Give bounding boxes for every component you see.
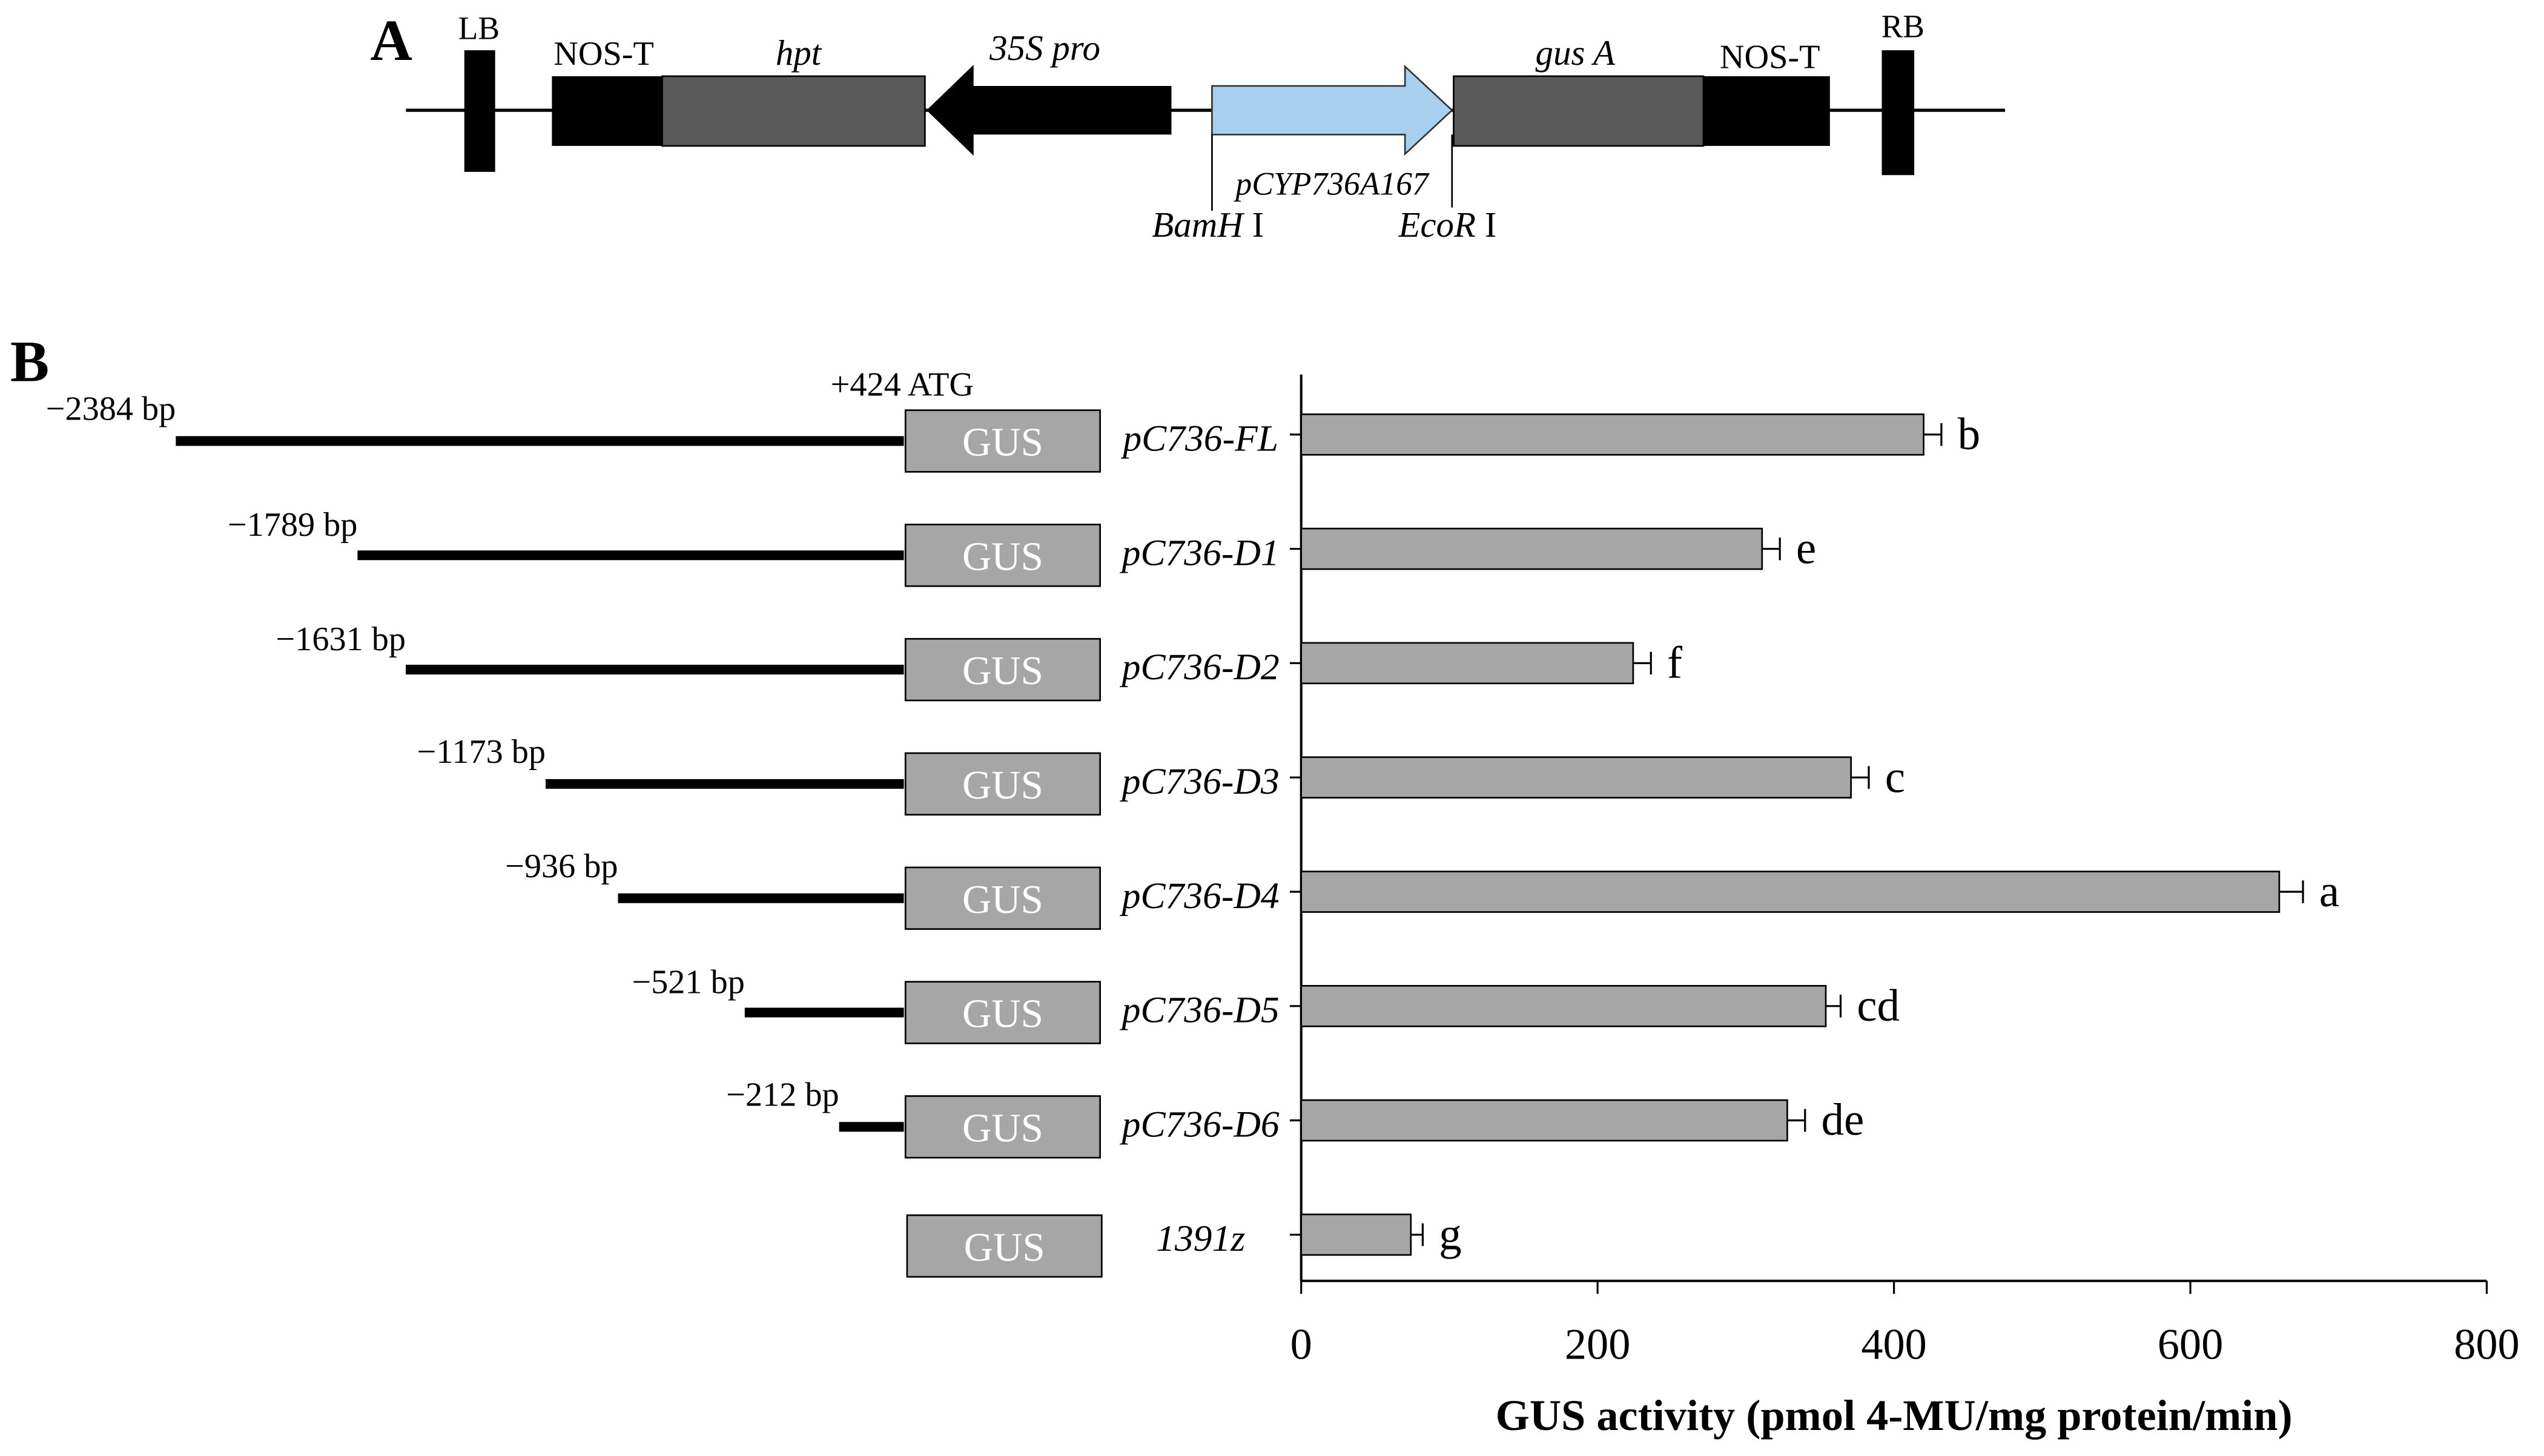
deletion-start-label: −1173 bp xyxy=(417,733,546,771)
bar-pC736-D6 xyxy=(1300,1099,1788,1142)
gus-reporter-box xyxy=(904,409,1101,473)
hpt-label: hpt xyxy=(776,33,822,73)
significance-letter: g xyxy=(1439,1210,1461,1260)
x-tick-label: 200 xyxy=(1565,1320,1630,1368)
lb-label: LB xyxy=(458,10,500,46)
deletion-start-label: −2384 bp xyxy=(46,390,176,428)
x-tick-label: 800 xyxy=(2454,1320,2519,1368)
gus-reporter-box xyxy=(906,1214,1103,1278)
gus-reporter-box xyxy=(904,981,1101,1044)
35s-promoter-label: 35S pro xyxy=(989,28,1100,68)
gus-reporter-box xyxy=(904,866,1101,930)
35s-promoter-arrow xyxy=(927,65,1172,156)
x-axis-title: GUS activity (pmol 4-MU/mg protein/min) xyxy=(1496,1391,2293,1440)
panel-a: A LB NOS-T hpt 35S pro pCYP736A167 BamH … xyxy=(370,8,2006,245)
promoter-constructs: −2384 bp GUS pC736-FL −1789 bp GUS pC736-D1 −1… xyxy=(46,390,1280,1278)
gus-box-label: GUS xyxy=(962,420,1043,465)
rb-border xyxy=(1882,50,1915,176)
significance-letter: a xyxy=(2319,866,2339,917)
nos-t-left-label: NOS-T xyxy=(553,35,654,73)
gus-a-label: gus A xyxy=(1536,33,1616,73)
construct-name-label: pC736-D2 xyxy=(1120,647,1280,688)
nos-t-left-box xyxy=(552,76,662,147)
significance-letter: b xyxy=(1958,409,1980,460)
rb-label: RB xyxy=(1882,8,1925,45)
construct-name-label: pC736-FL xyxy=(1120,418,1278,460)
gus-box-label: GUS xyxy=(962,648,1043,693)
gus-reporter-box xyxy=(904,752,1101,816)
gus-activity-chart: 0 200 400 600 800 b e f c a cd de g GUS activity (p… xyxy=(1289,374,2520,1440)
bar-pC736-D5 xyxy=(1300,984,1827,1027)
gus-box-label: GUS xyxy=(964,1225,1045,1270)
bar-pC736-D1 xyxy=(1300,527,1763,570)
bar-1391z xyxy=(1300,1213,1412,1256)
construct-name-label: pC736-D6 xyxy=(1120,1104,1280,1145)
gus-box-label: GUS xyxy=(962,992,1043,1036)
x-tick-label: 600 xyxy=(2158,1320,2223,1368)
gus-box-label: GUS xyxy=(962,1105,1043,1150)
bamh-label: BamH I xyxy=(1152,205,1264,245)
deletion-start-label: −521 bp xyxy=(632,963,744,1001)
deletion-start-label: −1789 bp xyxy=(228,506,357,544)
gus-box-label: GUS xyxy=(962,534,1043,579)
nos-t-right-box xyxy=(1703,76,1830,147)
x-tick-label: 400 xyxy=(1861,1320,1926,1368)
bar-pC736-D2 xyxy=(1300,642,1634,685)
x-axis-ticks: 0 200 400 600 800 xyxy=(1289,433,2520,1368)
gus-box-label: GUS xyxy=(962,877,1043,922)
construct-name-label: pC736-D1 xyxy=(1120,532,1280,573)
nos-t-right-label: NOS-T xyxy=(1720,38,1820,76)
x-tick-label: 0 xyxy=(1290,1320,1312,1368)
bar-pC736-D4 xyxy=(1300,871,2281,913)
panel-a-label: A xyxy=(370,8,412,73)
hpt-box xyxy=(661,75,926,147)
significance-letter: e xyxy=(1796,524,1816,574)
bar-pC736-FL xyxy=(1300,413,1925,456)
bars: b e f c a cd de g xyxy=(1300,409,2339,1260)
construct-name-label: pC736-D3 xyxy=(1120,761,1280,802)
deletion-start-label: −1631 bp xyxy=(276,621,406,658)
deletion-start-label: −212 bp xyxy=(726,1076,839,1114)
construct-name-label: pC736-D4 xyxy=(1120,875,1280,917)
significance-letter: f xyxy=(1667,637,1682,688)
gus-reporter-box xyxy=(904,524,1101,587)
construct-name-label: 1391z xyxy=(1156,1218,1245,1259)
significance-letter: cd xyxy=(1857,981,1900,1031)
significance-letter: de xyxy=(1822,1095,1865,1145)
gus-reporter-box xyxy=(904,1095,1101,1159)
significance-letter: c xyxy=(1885,752,1905,802)
construct-name-label: pC736-D5 xyxy=(1120,990,1280,1031)
panel-b-label: B xyxy=(10,329,49,394)
bar-pC736-D3 xyxy=(1300,756,1852,799)
atg-position-label: +424 ATG xyxy=(831,366,974,403)
panel-b: B +424 ATG −2384 bp GUS pC736-FL −1789 bp GU… xyxy=(10,329,2520,1440)
pcyp736a167-label: pCYP736A167 xyxy=(1233,165,1430,202)
pcyp736a167-promoter-arrow xyxy=(1211,64,1453,156)
ecor-label: EcoR I xyxy=(1398,205,1496,245)
deletion-start-label: −936 bp xyxy=(505,848,618,885)
gus-a-box xyxy=(1453,75,1705,147)
gus-box-label: GUS xyxy=(962,763,1043,808)
gus-reporter-box xyxy=(904,637,1101,702)
lb-border xyxy=(464,50,495,172)
